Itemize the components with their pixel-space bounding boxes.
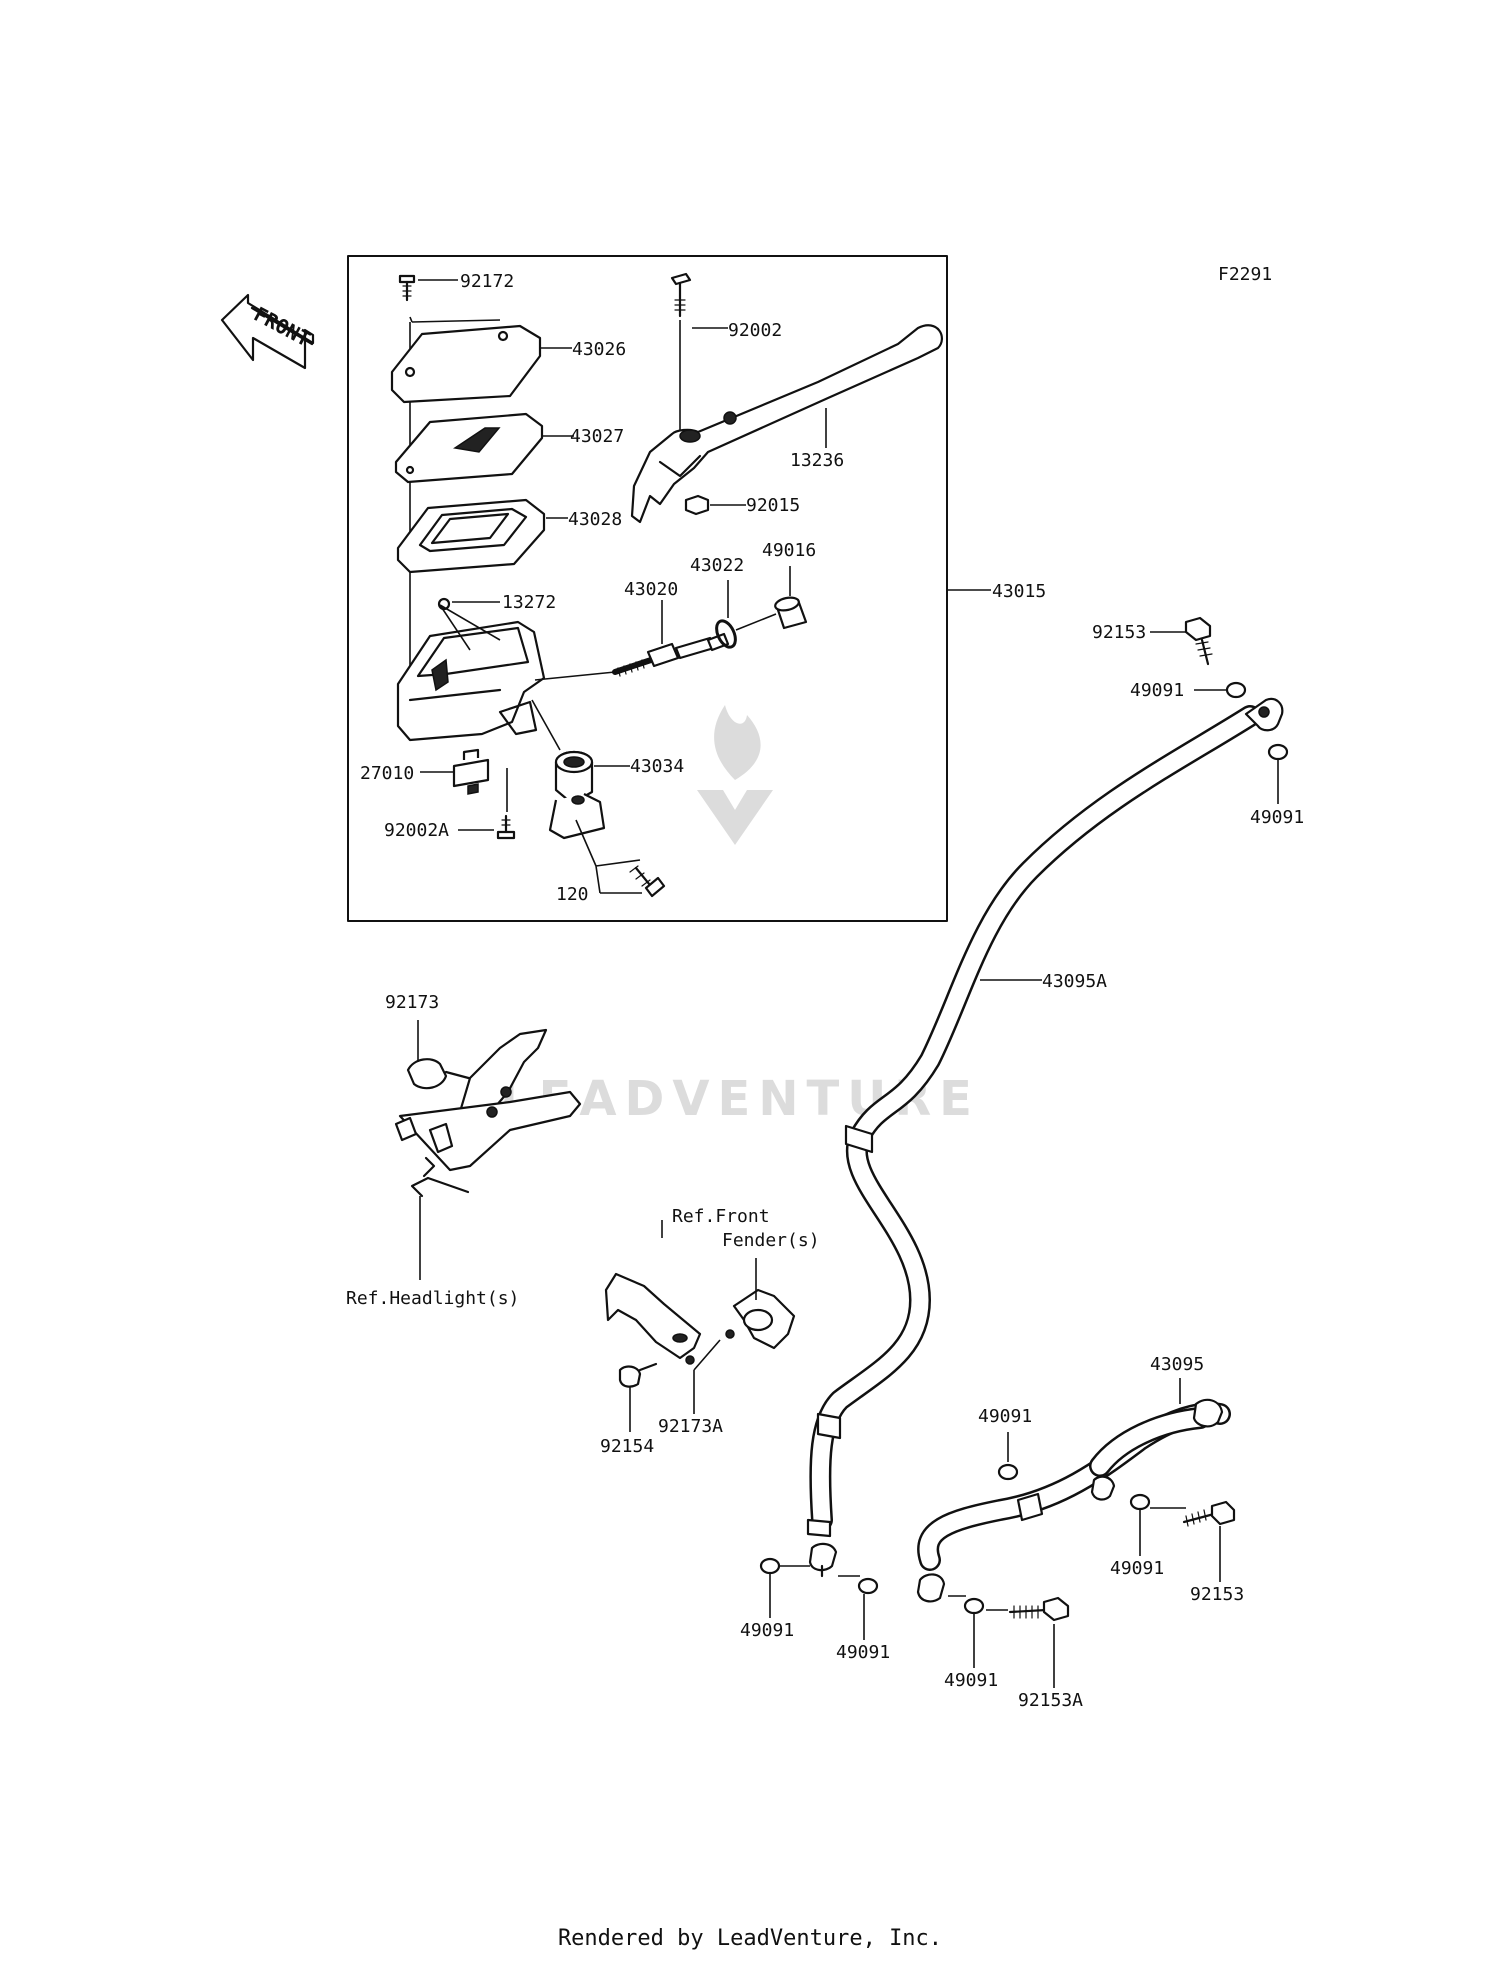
washer-49091-a-icon	[1225, 681, 1247, 699]
washer-49091-g-icon	[963, 1597, 985, 1615]
label-43015: 43015	[992, 581, 1046, 602]
label-92002: 92002	[728, 320, 782, 341]
clamp-43034-icon	[548, 750, 606, 840]
screw-92172-icon	[398, 274, 416, 302]
banjo-bolt-92153-top-icon	[1184, 616, 1213, 666]
master-cylinder-body-icon	[396, 620, 546, 742]
pivot-bolt-92002-icon	[670, 272, 692, 318]
label-43026: 43026	[572, 339, 626, 360]
bracket-92173-icon	[394, 1028, 582, 1178]
label-92173: 92173	[385, 992, 439, 1013]
label-13236: 13236	[790, 450, 844, 471]
label-43095: 43095	[1150, 1354, 1204, 1375]
label-120: 120	[556, 884, 589, 905]
footer-credit: Rendered by LeadVenture, Inc.	[557, 1926, 943, 1951]
brake-hose-43095A-icon	[806, 697, 1284, 1578]
label-43027: 43027	[570, 426, 624, 447]
label-49091-f: 49091	[836, 1642, 890, 1663]
ref-front-fender-label-line1: Ref.Front	[672, 1206, 770, 1227]
piston-43020-icon	[612, 632, 730, 677]
label-13272: 13272	[502, 592, 556, 613]
reservoir-cover-43026-icon	[390, 324, 542, 404]
washer-49091-c-icon	[997, 1463, 1019, 1481]
diaphragm-43028-icon	[396, 498, 546, 574]
circlip-43022-icon	[715, 619, 737, 649]
label-49091-b: 49091	[1250, 807, 1304, 828]
label-92153-right: 92153	[1190, 1584, 1244, 1605]
headlight-ref-line-icon	[410, 1176, 470, 1198]
front-arrow-icon: FRONT	[220, 293, 314, 370]
washer-49091-d-icon	[1129, 1493, 1151, 1511]
label-92173A: 92173A	[658, 1416, 723, 1437]
brake-lever-13236-icon	[630, 324, 943, 524]
ref-headlight-label: Ref.Headlight(s)	[346, 1288, 519, 1309]
label-49091-c: 49091	[978, 1406, 1032, 1427]
label-43028: 43028	[568, 509, 622, 530]
banjo-bolt-92153-right-icon	[1182, 1500, 1236, 1527]
switch-27010-icon	[452, 748, 490, 795]
figure-code: F2291	[1218, 264, 1272, 285]
label-43095A: 43095A	[1042, 971, 1107, 992]
label-49016: 49016	[762, 540, 816, 561]
label-92154: 92154	[600, 1436, 654, 1457]
label-27010: 27010	[360, 763, 414, 784]
label-43020: 43020	[624, 579, 678, 600]
washer-49091-e-icon	[759, 1557, 781, 1575]
label-49091-d: 49091	[1110, 1558, 1164, 1579]
washer-49091-f-icon	[857, 1577, 879, 1595]
nut-92015-icon	[684, 494, 710, 516]
label-49091-e: 49091	[740, 1620, 794, 1641]
master-cylinder-assembly-box	[347, 255, 948, 922]
banjo-bolt-92153A-icon	[1008, 1596, 1070, 1622]
plate-43027-icon	[394, 412, 544, 484]
label-49091-g: 49091	[944, 1670, 998, 1691]
screw-92002A-icon	[496, 814, 516, 840]
label-92153-top: 92153	[1092, 622, 1146, 643]
bracket-92173A-icon	[604, 1272, 796, 1365]
label-43034: 43034	[630, 756, 684, 777]
label-92172: 92172	[460, 271, 514, 292]
label-92153A: 92153A	[1018, 1690, 1083, 1711]
washer-49091-b-icon	[1267, 743, 1289, 761]
label-49091-a: 49091	[1130, 680, 1184, 701]
label-92002A: 92002A	[384, 820, 449, 841]
boot-49016-icon	[774, 596, 808, 630]
label-43022: 43022	[690, 555, 744, 576]
ref-front-fender-label-line2: Fender(s)	[722, 1230, 820, 1251]
brake-hose-43095-icon	[916, 1398, 1231, 1603]
label-92015: 92015	[746, 495, 800, 516]
bolt-92154-icon	[618, 1362, 658, 1388]
bolt-120-icon	[629, 865, 666, 898]
